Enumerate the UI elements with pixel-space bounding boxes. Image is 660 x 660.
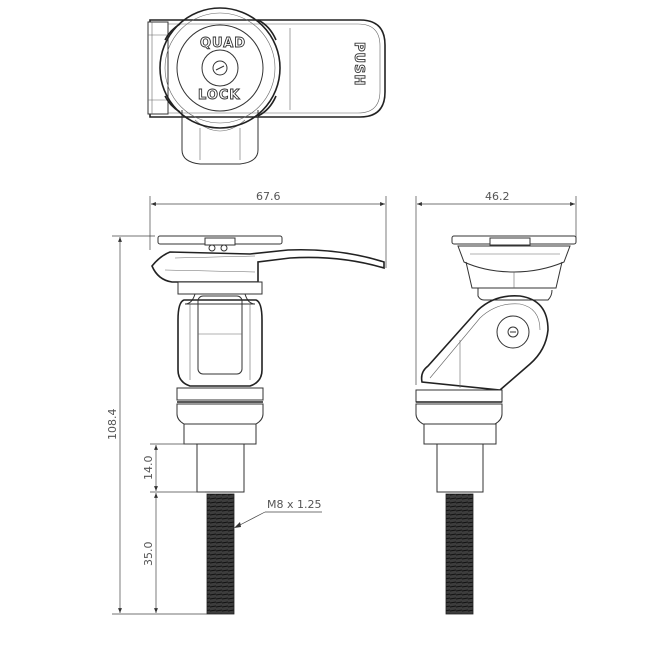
width-dimension-front: 67.6: [256, 190, 281, 203]
logo-quad-text: QUAD: [200, 36, 246, 51]
logo-lock-text: LOCK: [198, 88, 241, 103]
height-dimension: 108.4: [106, 409, 119, 441]
push-label: PUSH: [351, 42, 366, 86]
thread-length-dimension: 35.0: [142, 542, 155, 567]
side-view: 46.2: [415, 190, 577, 615]
width-dimension-side: 46.2: [485, 190, 510, 203]
thread-callout: M8 x 1.25: [267, 498, 321, 511]
front-view: 67.6 108.4 14.0: [106, 190, 387, 615]
top-view: QUAD LOCK PUSH: [147, 7, 386, 165]
shank-length-dimension: 14.0: [142, 456, 155, 481]
